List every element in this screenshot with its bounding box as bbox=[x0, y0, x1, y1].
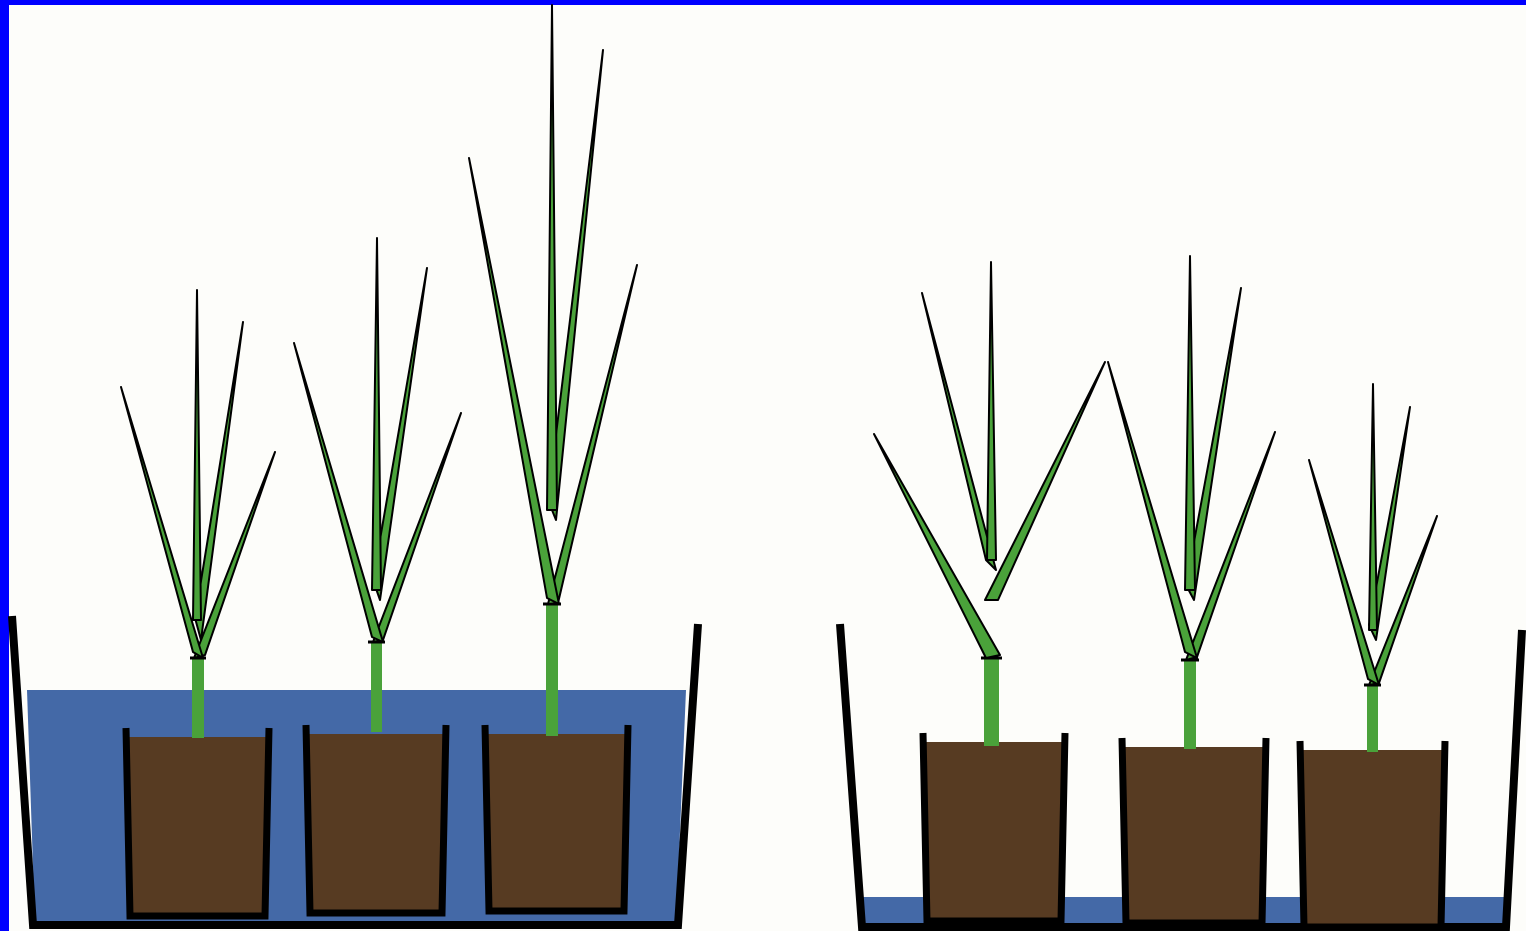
pot-soil bbox=[1301, 750, 1444, 926]
right-pot-2 bbox=[1122, 738, 1266, 923]
pot-soil bbox=[127, 737, 268, 915]
left-pot-3 bbox=[485, 725, 628, 911]
plant-stem bbox=[984, 658, 999, 746]
plant-stem bbox=[371, 642, 382, 732]
pot-soil bbox=[486, 734, 627, 910]
pot-soil bbox=[307, 734, 445, 912]
left-pot-1 bbox=[126, 728, 269, 916]
plant-stem bbox=[546, 604, 558, 736]
pot-soil bbox=[1123, 747, 1265, 922]
right-pot-3 bbox=[1300, 741, 1445, 927]
plant-stem bbox=[192, 658, 204, 738]
plant-stem bbox=[1184, 660, 1196, 749]
pot-soil bbox=[924, 742, 1064, 920]
left-pot-2 bbox=[306, 725, 446, 913]
right-pot-1 bbox=[923, 733, 1065, 921]
plant-stem bbox=[1367, 685, 1378, 752]
